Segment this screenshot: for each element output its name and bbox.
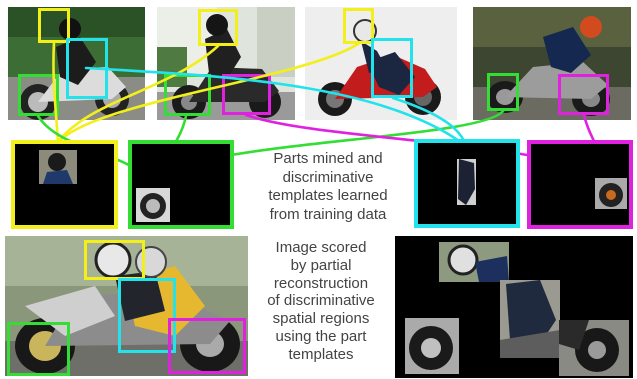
template-front-wheel [128,140,234,229]
front-wheel-box-2 [164,74,211,116]
template-rider-patch [39,150,77,184]
front-wheel-box-4 [487,73,519,111]
template-rider [11,140,118,229]
training-image-4 [473,7,631,120]
partial-reconstruction [395,236,633,378]
template-front-wheel-patch [136,188,170,222]
template-rear-wheel [527,140,633,229]
recon-rear-wheel-patch [559,320,629,376]
template-torso [414,139,520,228]
recon-rider-patch [439,242,509,282]
front-wheel-box-1 [18,74,59,116]
torso-box-1 [66,38,108,99]
test-rear-wheel-box [168,318,246,374]
recon-front-wheel-patch [405,318,459,374]
template-rear-wheel-patch [595,178,627,209]
template-torso-patch [457,159,476,205]
torso-box-3 [371,38,413,98]
caption-training: Parts mined and discriminative templates… [268,150,388,223]
test-front-wheel-box [7,322,70,376]
caption-scoring: Image scored by partial reconstruction o… [267,239,375,363]
rear-wheel-box-2 [222,74,271,115]
rider-box-2 [198,9,238,46]
rear-wheel-box-4 [558,74,609,115]
test-torso-box [118,278,176,353]
rider-box-3 [343,8,374,44]
recon-torso-patch [500,280,560,358]
test-rider-box [84,240,145,280]
